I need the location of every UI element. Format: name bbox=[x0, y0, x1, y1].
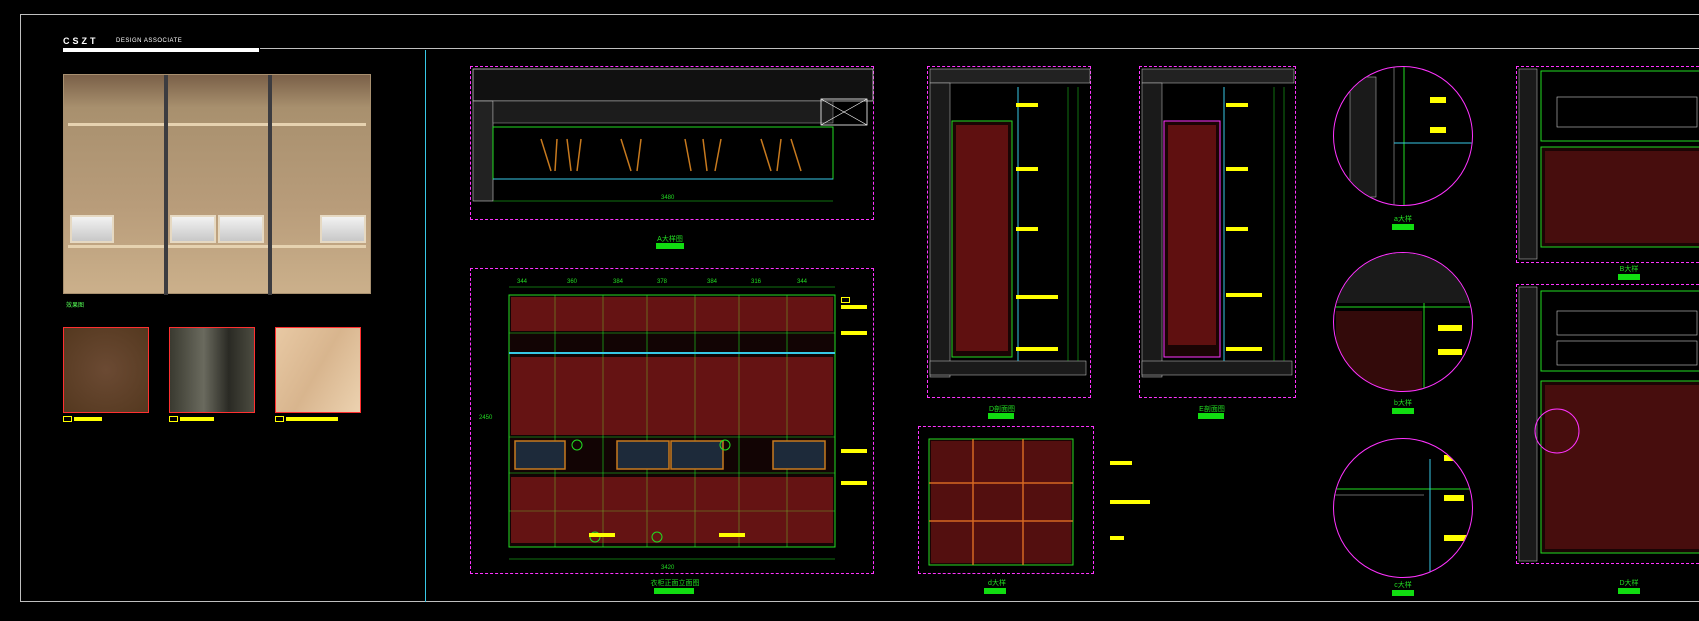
label-bar bbox=[589, 533, 615, 537]
detail-D-panel bbox=[1516, 284, 1699, 564]
detail-b-circle bbox=[1333, 252, 1473, 392]
label-bar bbox=[841, 305, 867, 309]
render-door-rail bbox=[268, 75, 272, 295]
detail-B-panel bbox=[1516, 66, 1699, 263]
plan-view-panel: 3480 bbox=[470, 66, 874, 220]
section-e-title: E剖面图 bbox=[1199, 406, 1225, 413]
label-bar bbox=[1226, 167, 1248, 171]
label-bar bbox=[841, 481, 867, 485]
swatch-label-bar bbox=[180, 417, 214, 421]
elev-top-dim: 378 bbox=[657, 279, 668, 285]
elev-top-dim: 384 bbox=[613, 279, 624, 285]
render-door-rail bbox=[164, 75, 168, 295]
detail-a-drawing bbox=[1349, 67, 1472, 205]
elev-dim-height: 2450 bbox=[479, 415, 493, 421]
detail-b-title: b大样 bbox=[1394, 400, 1412, 407]
render-drawer bbox=[70, 215, 114, 243]
detail-a-title: a大样 bbox=[1394, 216, 1412, 223]
title-underline bbox=[984, 588, 1006, 594]
label-bar bbox=[1226, 347, 1262, 351]
label-bar bbox=[1016, 227, 1038, 231]
detail-B-drawing bbox=[1518, 68, 1699, 260]
detail-D-title: D大样 bbox=[1619, 580, 1639, 587]
front-elevation-panel: 3420 2450 344 360 384 378 384 316 344 bbox=[470, 268, 874, 574]
front-elevation-title: 衣柜正面立面图 bbox=[650, 580, 700, 587]
label-bar bbox=[1110, 500, 1150, 504]
render-desk bbox=[68, 245, 366, 248]
title-underline bbox=[1618, 588, 1640, 594]
title-underline bbox=[1392, 590, 1414, 596]
detail-B-title: B大样 bbox=[1619, 266, 1639, 273]
elev-top-dim: 344 bbox=[797, 279, 808, 285]
title-underline bbox=[1198, 413, 1224, 419]
detail-d-drawing bbox=[928, 438, 1074, 566]
label-bar bbox=[841, 331, 867, 335]
section-d-drawing bbox=[929, 68, 1091, 378]
detail-b-drawing bbox=[1334, 253, 1472, 391]
label-bar bbox=[1226, 293, 1262, 297]
label-bar bbox=[841, 449, 867, 453]
elev-top-dim: 384 bbox=[707, 279, 718, 285]
label-bar bbox=[1016, 347, 1058, 351]
wardrobe-render-image bbox=[63, 74, 371, 295]
render-drawer bbox=[170, 215, 216, 243]
elev-top-dim: 344 bbox=[517, 279, 528, 285]
drawing-frame bbox=[20, 14, 1699, 602]
detail-d-panel bbox=[918, 426, 1094, 574]
swatch-tag bbox=[63, 416, 72, 422]
detail-d-title: d大样 bbox=[988, 580, 1006, 587]
render-drawer bbox=[218, 215, 264, 243]
detail-c-title: c大样 bbox=[1394, 582, 1412, 589]
top-rule bbox=[260, 48, 1699, 49]
detail-c-drawing bbox=[1334, 455, 1472, 577]
section-d-title: D剖面图 bbox=[988, 406, 1016, 413]
title-underline bbox=[988, 413, 1014, 419]
render-shelf bbox=[68, 123, 366, 126]
elev-dim-total: 3420 bbox=[661, 565, 675, 571]
brand-bar bbox=[63, 48, 259, 52]
brand-name: CSZT bbox=[63, 36, 99, 46]
section-e-drawing bbox=[1141, 68, 1295, 378]
label-tag bbox=[841, 297, 850, 303]
brand-subtitle: DESIGN ASSOCIATE bbox=[116, 38, 183, 44]
swatch-tag bbox=[275, 416, 284, 422]
render-drawer bbox=[320, 215, 366, 243]
plan-view-title: A大样图 bbox=[657, 236, 683, 243]
plan-view-drawing: 3480 bbox=[472, 68, 874, 202]
detail-a-circle bbox=[1333, 66, 1473, 206]
label-bar bbox=[1016, 167, 1038, 171]
label-bar bbox=[1016, 103, 1038, 107]
section-d-panel bbox=[927, 66, 1091, 398]
title-underline bbox=[1392, 224, 1414, 230]
title-underline bbox=[1618, 274, 1640, 280]
render-caption: 效果图 bbox=[66, 303, 85, 309]
front-elevation-drawing: 3420 2450 344 360 384 378 384 316 344 bbox=[479, 279, 836, 571]
label-bar bbox=[1016, 295, 1058, 299]
detail-c-circle bbox=[1333, 438, 1473, 578]
material-swatch-walnut bbox=[63, 327, 149, 413]
label-bar bbox=[719, 533, 745, 537]
elev-top-dim: 360 bbox=[567, 279, 578, 285]
plan-dim-total: 3480 bbox=[661, 195, 675, 201]
section-e-panel bbox=[1139, 66, 1296, 398]
title-underline bbox=[656, 243, 684, 249]
label-bar bbox=[1110, 461, 1132, 465]
left-column-divider bbox=[425, 50, 426, 602]
elev-top-dim: 316 bbox=[751, 279, 762, 285]
swatch-label-bar bbox=[74, 417, 102, 421]
swatch-label-bar bbox=[286, 417, 338, 421]
detail-D-drawing bbox=[1518, 286, 1699, 562]
label-bar bbox=[1226, 103, 1248, 107]
swatch-tag bbox=[169, 416, 178, 422]
material-swatch-oak bbox=[275, 327, 361, 413]
label-bar bbox=[1110, 536, 1124, 540]
material-swatch-metal bbox=[169, 327, 255, 413]
title-underline bbox=[654, 588, 694, 594]
title-underline bbox=[1392, 408, 1414, 414]
label-bar bbox=[1226, 227, 1248, 231]
